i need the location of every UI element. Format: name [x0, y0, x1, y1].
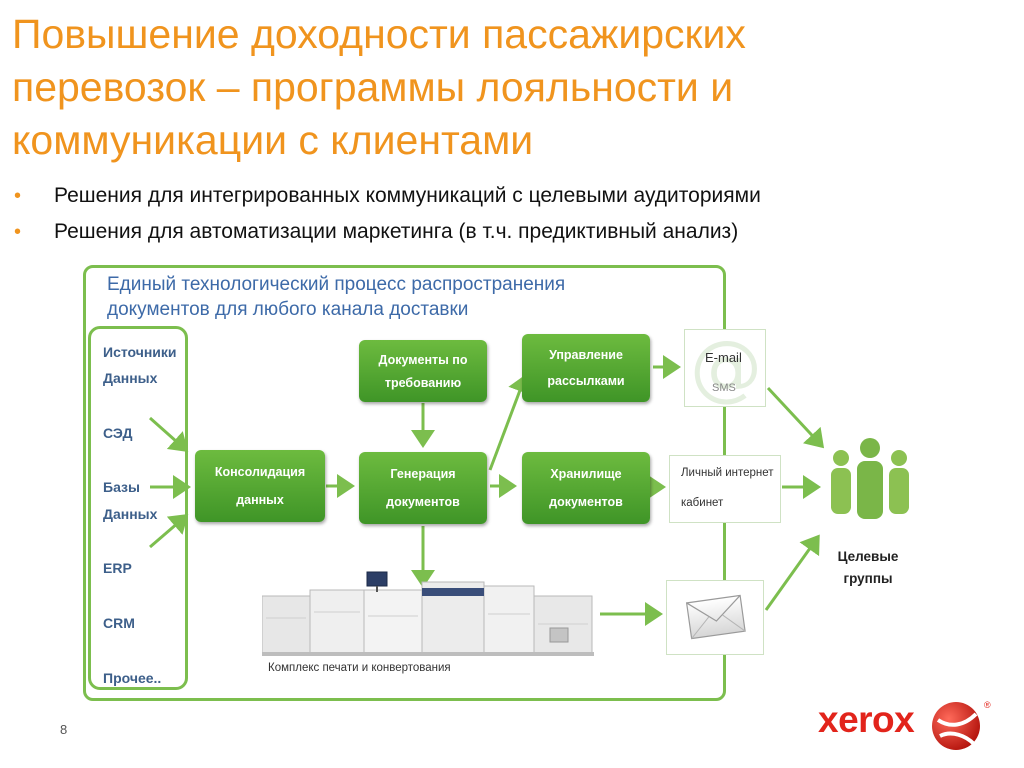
generation-box: Генерация документов: [359, 452, 487, 524]
cabinet-channel: Личный интернет кабинет: [669, 455, 781, 523]
on-demand-line-1: Документы по: [378, 352, 468, 367]
source-crm: CRM: [103, 615, 135, 631]
slide-title: Повышение доходности пассажирских перево…: [12, 8, 1012, 167]
printer-label: Комплекс печати и конвертования: [268, 662, 451, 674]
envelope-icon: [685, 594, 746, 640]
xerox-logo-icon: [932, 702, 980, 750]
source-db-2: Данных: [103, 506, 158, 522]
mailing-line-1: Управление: [549, 348, 623, 362]
bullet-item: • Решения для автоматизации маркетинга (в…: [14, 214, 1004, 250]
email-label: E-mail: [705, 350, 742, 365]
sms-label: SMS: [712, 382, 736, 394]
people-icon: [831, 438, 909, 519]
target-groups-line-2: группы: [843, 571, 893, 586]
source-other: Прочее..: [103, 670, 162, 686]
bullet-dot: •: [14, 221, 22, 243]
storage-box: Хранилище документов: [522, 452, 650, 524]
consolidation-box: Консолидация данных: [195, 450, 325, 522]
diagram-title-line-1: Единый технологический процесс распростр…: [107, 274, 566, 295]
email-channel: @ E-mail SMS: [684, 325, 766, 409]
storage-line-2: документов: [549, 495, 623, 509]
source-db-1: Базы: [103, 479, 140, 495]
target-groups-line-1: Целевые: [837, 549, 899, 564]
bullet-text: Решения для автоматизации маркетинга (в …: [54, 220, 739, 243]
title-line-1: Повышение доходности пассажирских: [12, 11, 746, 57]
target-groups-label: Целевые группы: [800, 546, 936, 590]
printer-icon: [262, 571, 594, 656]
sources-panel: [88, 326, 188, 690]
source-erp: ERP: [103, 560, 132, 576]
consolidation-line-2: данных: [236, 493, 284, 507]
source-label-heading-2: Данных: [103, 370, 158, 386]
bullet-dot: •: [14, 185, 22, 207]
on-demand-line-2: требованию: [384, 375, 462, 390]
page-number: 8: [60, 722, 68, 737]
on-demand-box: Документы по требованию: [359, 340, 487, 402]
title-line-2: перевозок – программы лояльности и: [12, 64, 734, 110]
consolidation-line-1: Консолидация: [214, 465, 306, 479]
diagram-title: Единый технологический процесс распростр…: [107, 272, 707, 322]
mail-channel: [666, 580, 764, 655]
diagram-title-line-2: документов для любого канала доставки: [107, 299, 469, 320]
source-sed: СЭД: [103, 425, 133, 441]
storage-line-1: Хранилище: [550, 467, 622, 481]
registered-mark: ®: [984, 700, 991, 710]
bullet-item: • Решения для интегрированных коммуникаци…: [14, 178, 1004, 214]
generation-line-2: документов: [386, 495, 460, 509]
title-line-3: коммуникации с клиентами: [12, 117, 534, 163]
generation-line-1: Генерация: [390, 467, 456, 481]
source-label-heading-1: Источники: [103, 344, 177, 360]
bullet-list: • Решения для интегрированных коммуникаци…: [14, 178, 1004, 250]
mailing-box: Управление рассылками: [522, 334, 650, 402]
mailing-line-2: рассылками: [547, 374, 625, 388]
bullet-text: Решения для интегрированных коммуникаций…: [54, 184, 761, 207]
xerox-logo-text: xerox: [818, 699, 915, 740]
cabinet-line-1: Личный интернет: [681, 467, 774, 479]
at-sign-icon: @: [690, 325, 762, 409]
arrow-email-to-targets: [766, 386, 825, 449]
cabinet-line-2: кабинет: [681, 497, 724, 509]
